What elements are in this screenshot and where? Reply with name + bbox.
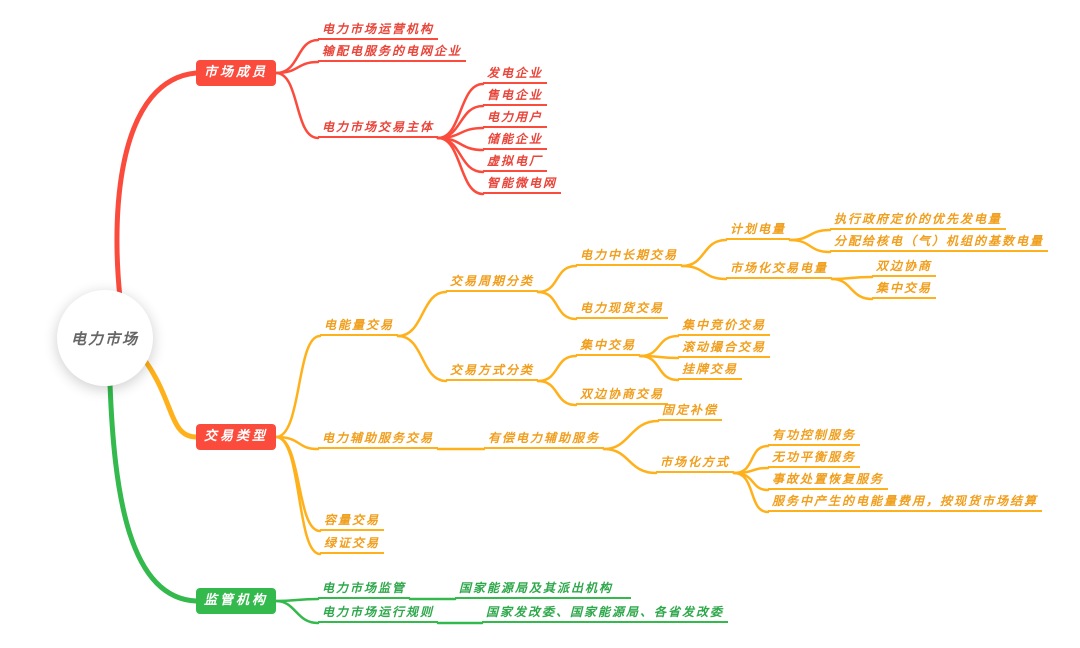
node-operation-rules[interactable]: 电力市场运行规则 bbox=[318, 603, 438, 623]
node-rolling-matching[interactable]: 滚动撮合交易 bbox=[678, 338, 770, 358]
node-planned-volume[interactable]: 计划电量 bbox=[726, 220, 790, 240]
members-trunk bbox=[114, 70, 199, 301]
node-centralized-bidding[interactable]: 集中竞价交易 bbox=[678, 316, 770, 336]
members-connectors bbox=[274, 38, 485, 196]
branch-regulators[interactable]: 监管机构 bbox=[196, 588, 276, 614]
node-centralized-volume[interactable]: 集中交易 bbox=[872, 279, 936, 299]
node-market-operator[interactable]: 电力市场运营机构 bbox=[318, 20, 438, 40]
node-green-cert-trading[interactable]: 绿证交易 bbox=[320, 534, 384, 554]
node-market-method[interactable]: 市场化方式 bbox=[656, 453, 734, 473]
types-trunk bbox=[143, 359, 199, 440]
node-accident-recovery-service[interactable]: 事故处置恢复服务 bbox=[768, 470, 888, 490]
node-ancillary-trading[interactable]: 电力辅助服务交易 bbox=[318, 429, 438, 449]
node-market-supervision[interactable]: 电力市场监管 bbox=[318, 579, 410, 599]
branch-market-members[interactable]: 市场成员 bbox=[196, 60, 276, 86]
node-energy-trading[interactable]: 电能量交易 bbox=[320, 316, 398, 336]
node-market-volume[interactable]: 市场化交易电量 bbox=[726, 259, 832, 279]
node-by-method[interactable]: 交易方式分类 bbox=[446, 361, 538, 381]
node-nuclear-gas-base[interactable]: 分配给核电（气）机组的基数电量 bbox=[830, 232, 1048, 252]
types-connectors bbox=[274, 228, 874, 556]
node-mid-long-term[interactable]: 电力中长期交易 bbox=[576, 246, 682, 266]
node-reactive-balance-service[interactable]: 无功平衡服务 bbox=[768, 448, 860, 468]
regulators-connectors bbox=[274, 597, 484, 625]
node-ndrc-agencies[interactable]: 国家发改委、国家能源局、各省发改委 bbox=[482, 603, 728, 623]
node-bilateral-negotiation[interactable]: 双边协商 bbox=[872, 257, 936, 277]
node-smart-microgrid[interactable]: 智能微电网 bbox=[483, 174, 561, 194]
node-capacity-trading[interactable]: 容量交易 bbox=[320, 511, 384, 531]
node-priority-generation[interactable]: 执行政府定价的优先发电量 bbox=[830, 210, 1006, 230]
node-virtual-plant[interactable]: 虚拟电厂 bbox=[483, 152, 547, 172]
node-bilateral-trading[interactable]: 双边协商交易 bbox=[576, 385, 668, 405]
node-energy-cost-settlement[interactable]: 服务中产生的电能量费用，按现货市场结算 bbox=[768, 492, 1042, 512]
node-centralized-trading[interactable]: 集中交易 bbox=[576, 336, 640, 356]
central-topic[interactable]: 电力市场 bbox=[57, 290, 153, 386]
node-generation-company[interactable]: 发电企业 bbox=[483, 64, 547, 84]
node-grid-companies[interactable]: 输配电服务的电网企业 bbox=[318, 42, 466, 62]
node-power-user[interactable]: 电力用户 bbox=[483, 108, 547, 128]
regulators-trunk bbox=[107, 381, 199, 604]
node-retail-company[interactable]: 售电企业 bbox=[483, 86, 547, 106]
node-energy-administration[interactable]: 国家能源局及其派出机构 bbox=[455, 579, 631, 599]
node-trading-entities[interactable]: 电力市场交易主体 bbox=[318, 118, 438, 138]
node-listing-trading[interactable]: 挂牌交易 bbox=[678, 360, 742, 380]
branch-transaction-types[interactable]: 交易类型 bbox=[196, 424, 276, 450]
node-by-period[interactable]: 交易周期分类 bbox=[446, 272, 538, 292]
node-spot-trading[interactable]: 电力现货交易 bbox=[576, 299, 668, 319]
node-paid-ancillary[interactable]: 有偿电力辅助服务 bbox=[484, 429, 604, 449]
node-fixed-compensation[interactable]: 固定补偿 bbox=[658, 401, 722, 421]
node-storage-company[interactable]: 储能企业 bbox=[483, 130, 547, 150]
node-active-power-service[interactable]: 有功控制服务 bbox=[768, 426, 860, 446]
